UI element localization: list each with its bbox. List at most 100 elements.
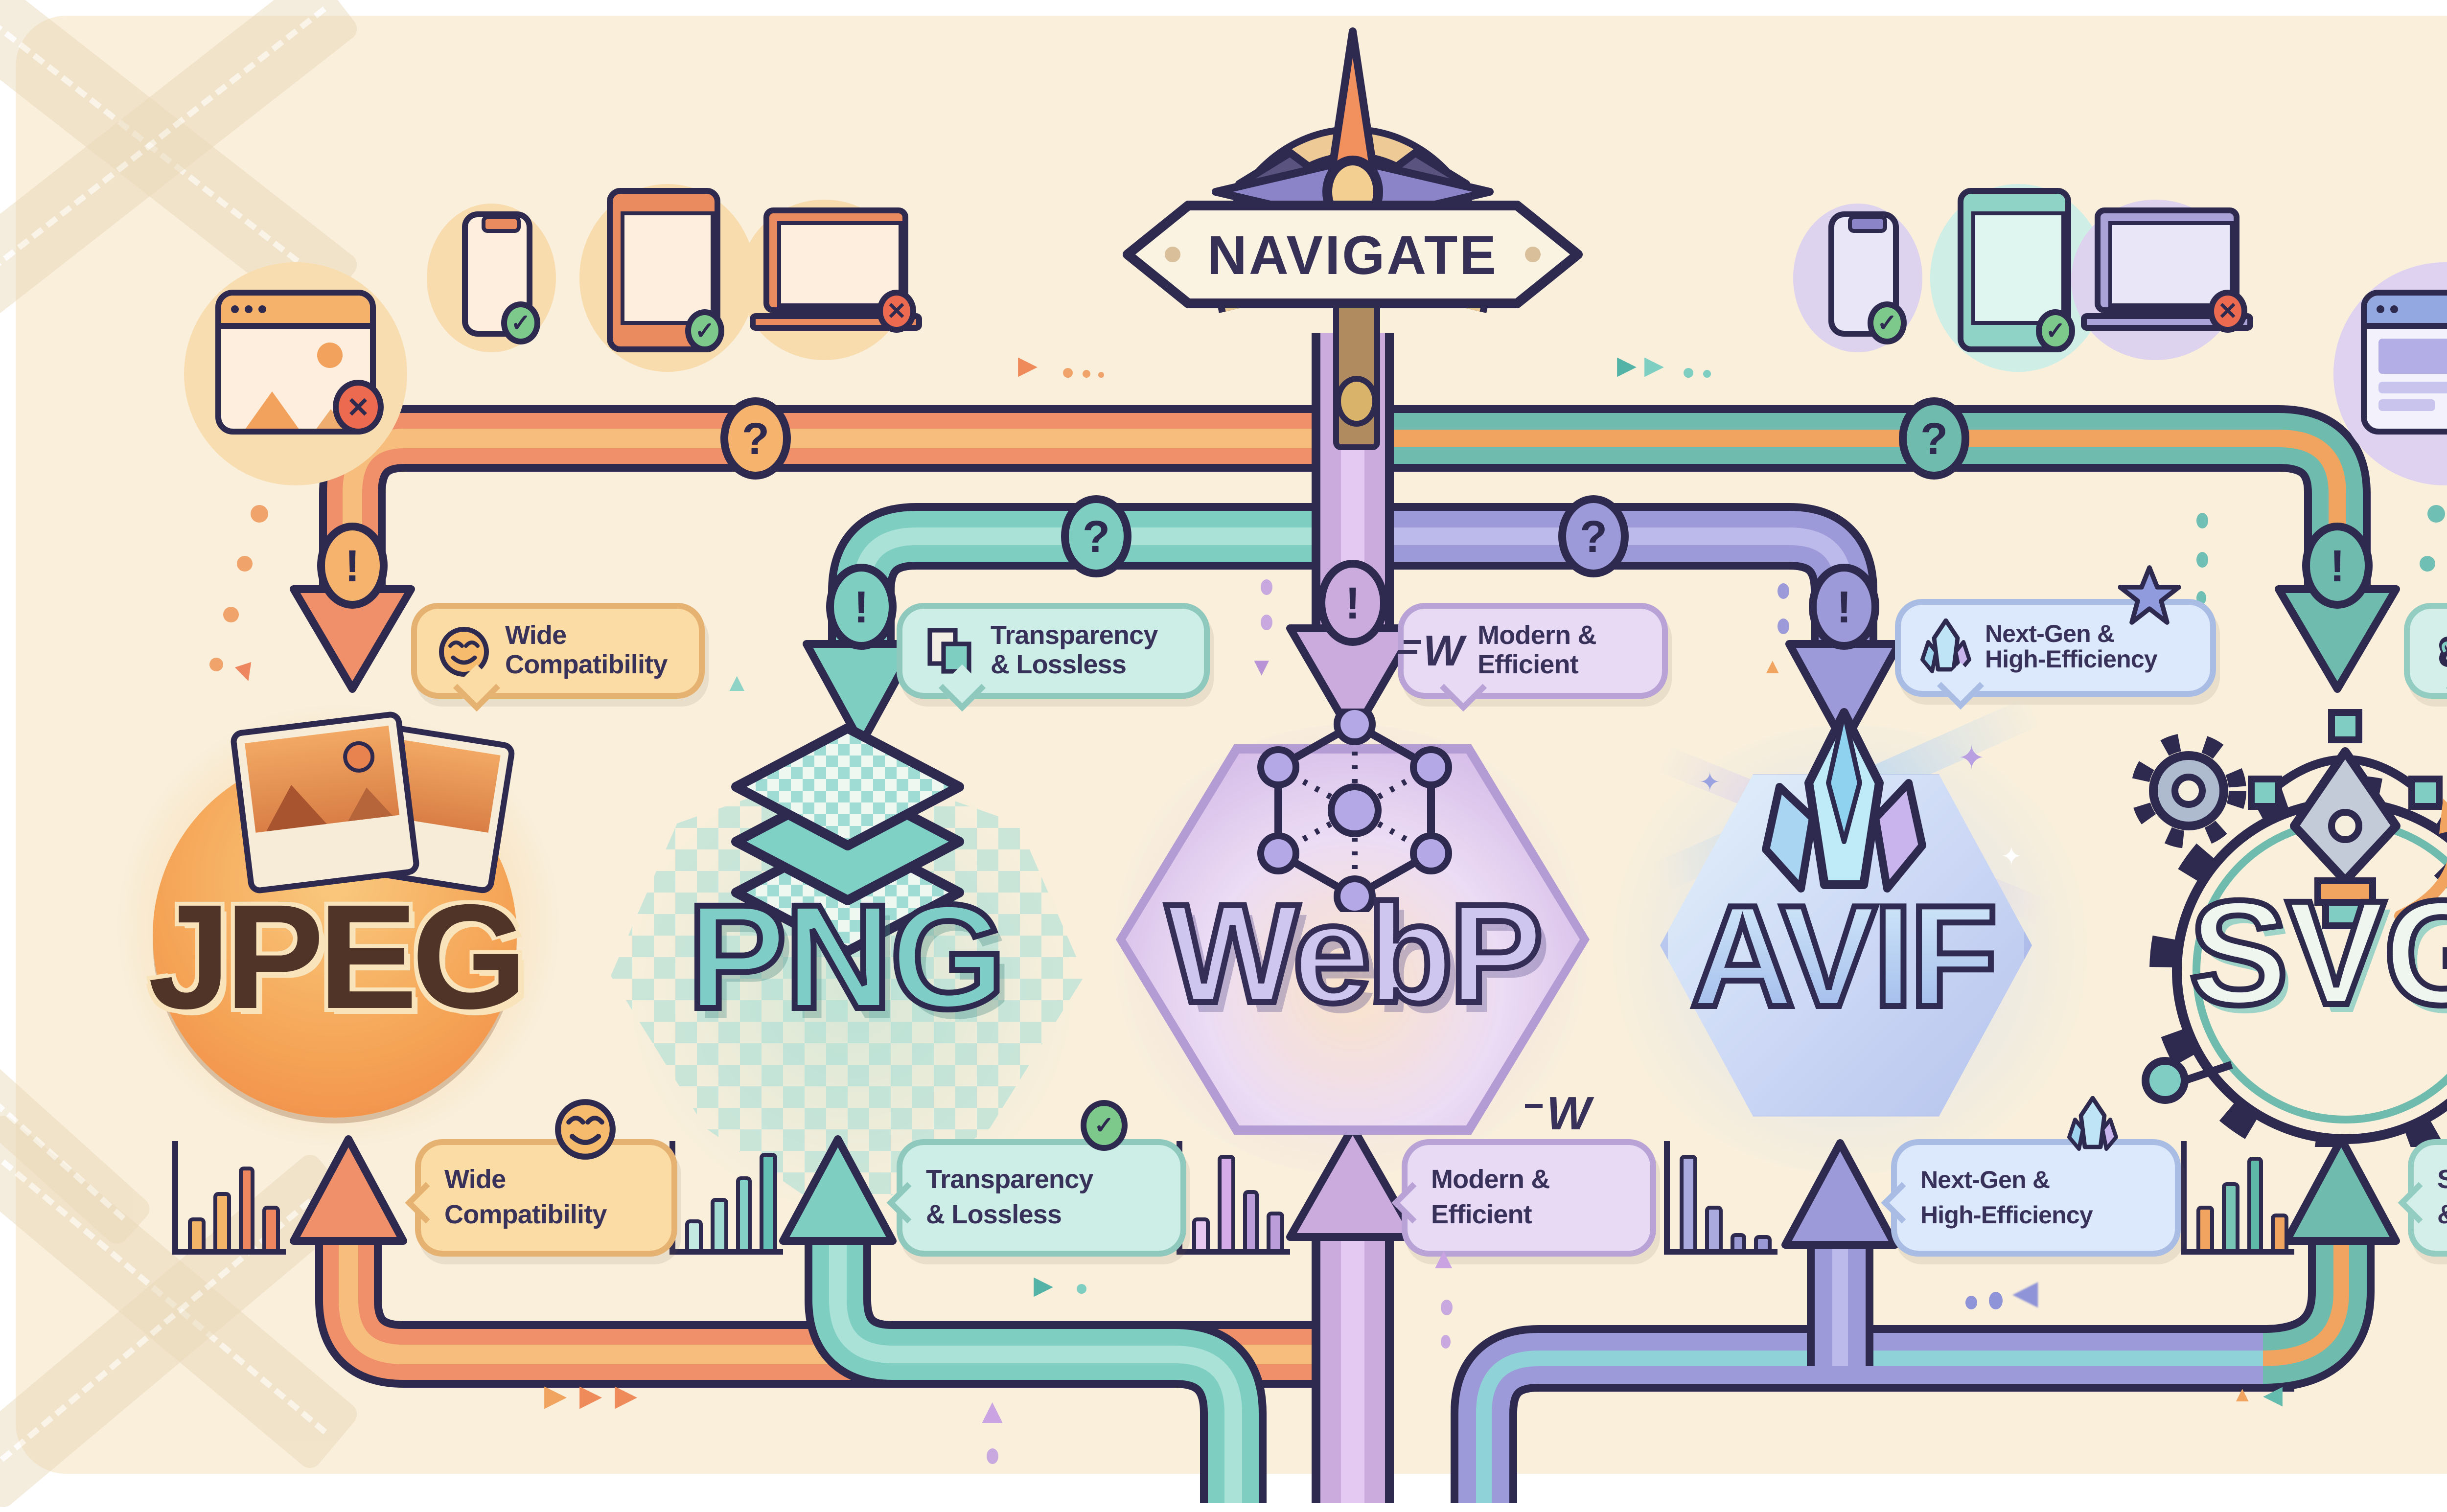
decor-triangle: ▲	[1762, 656, 1783, 679]
benefit-line: Modern &	[1477, 620, 1596, 650]
svg-text:?: ?	[1580, 512, 1607, 562]
decor-triangle: ▲	[1429, 1243, 1458, 1276]
png-bar-chart	[669, 1141, 783, 1255]
png-benefit-callout-bottom: Transparency& Lossless	[886, 1139, 1186, 1257]
decor-triangle: ▶	[1034, 1270, 1053, 1300]
question-marker: ?	[1558, 495, 1629, 577]
bar	[188, 1216, 205, 1249]
bar	[1267, 1212, 1284, 1249]
browser-page-icon	[2361, 290, 2447, 435]
avif-up-arrowhead	[1781, 1139, 1899, 1249]
decor-triangle: ▶	[1644, 350, 1664, 380]
check-badge: ✓	[1081, 1100, 1128, 1151]
benefit-line: Efficient	[1477, 649, 1579, 679]
format-name-jpeg: JPEG	[148, 875, 527, 1041]
infinity-icon	[2439, 636, 2447, 666]
bar	[1217, 1154, 1234, 1249]
bar	[2246, 1156, 2263, 1249]
decor-triangle: ▲	[2232, 1384, 2253, 1407]
svg-text:!: !	[2330, 541, 2345, 591]
question-marker: ?	[720, 397, 791, 480]
bar	[1705, 1206, 1722, 1249]
webp-benefit-callout-bottom: Modern &Efficient	[1391, 1139, 1656, 1257]
question-marker: ?	[1899, 397, 1969, 480]
mountain-glyph	[233, 391, 311, 429]
decor-triangle: ▶	[1018, 350, 1038, 380]
decor-triangle: ▲	[975, 1392, 1010, 1431]
alert-marker: !	[826, 564, 897, 650]
cross-badge: ✕	[877, 290, 916, 333]
bar	[263, 1206, 280, 1249]
decor-triangle: ▶	[615, 1380, 638, 1413]
bar	[1754, 1235, 1772, 1249]
decor-triangle: ▲	[724, 667, 750, 697]
check-badge: ✓	[501, 301, 540, 344]
webp-benefit-callout: W Modern &Efficient	[1398, 603, 1668, 712]
svg-gear-pen-icon	[2131, 709, 2447, 1147]
alert-marker: !	[1809, 564, 1879, 650]
svg-text:!: !	[345, 541, 360, 591]
bar	[2196, 1206, 2214, 1249]
benefit-line: Compatibility	[505, 649, 668, 679]
crystal-cluster-icon	[1762, 708, 1926, 893]
benefit-line: Transparency	[991, 620, 1158, 650]
benefit-line: High-Efficiency	[1985, 646, 2158, 673]
molecule-icon	[1257, 709, 1452, 912]
decor-triangle: ▼	[1249, 652, 1274, 681]
benefit-line: & Lossless	[991, 649, 1127, 679]
star-icon	[2118, 565, 2181, 625]
svg-text:?: ?	[1920, 414, 1948, 464]
crystal-icon	[2067, 1096, 2118, 1151]
benefit-line: Next-Gen &	[1985, 619, 2115, 647]
bar	[2271, 1214, 2288, 1249]
bar	[735, 1175, 752, 1249]
laptop-screen	[777, 221, 902, 307]
format-name-avif: AVIF	[1582, 881, 2102, 1031]
bar	[1242, 1190, 1259, 1249]
png-layers-icon	[731, 723, 964, 956]
decor-triangle: ◀	[2012, 1274, 2038, 1311]
laptop-screen	[2108, 221, 2234, 307]
check-badge: ✓	[1868, 301, 1907, 344]
decor-triangle: ▶	[579, 1380, 602, 1413]
sparkle-icon: ✦	[1699, 767, 1721, 797]
phone-notch	[1848, 215, 1887, 233]
alert-marker: !	[317, 523, 388, 609]
jpeg-bar-chart	[172, 1141, 286, 1255]
bar	[213, 1192, 230, 1249]
transparency-layers-icon	[927, 627, 971, 673]
speedy-w-icon: W	[1398, 625, 1464, 676]
benefit-line: Wide	[505, 620, 567, 650]
bar	[1680, 1154, 1697, 1249]
webp-bar-chart	[1177, 1141, 1290, 1255]
sparkle-icon: ✦	[1958, 740, 1985, 777]
sun-glyph	[317, 343, 343, 368]
bar	[238, 1167, 255, 1249]
check-badge: ✓	[2036, 309, 2075, 352]
svg-text:?: ?	[742, 414, 769, 464]
alert-marker: !	[2302, 523, 2373, 609]
cross-badge: ✕	[333, 380, 384, 435]
decor-triangle: ◀	[2263, 1380, 2283, 1409]
tablet-screen	[621, 211, 715, 325]
bar	[1192, 1216, 1209, 1249]
sparkle-icon: ✦	[2001, 842, 2022, 871]
bar	[2221, 1182, 2239, 1249]
svg-text:!: !	[1345, 578, 1361, 628]
avif-benefit-callout-bottom: Next-Gen &High-Efficiency	[1881, 1139, 2181, 1257]
webp-up-arrowhead	[1286, 1123, 1419, 1241]
bar	[710, 1197, 727, 1249]
speedy-w-icon: W	[1525, 1088, 1591, 1143]
svg-up-arrowhead	[2283, 1135, 2400, 1245]
phone-notch	[482, 215, 521, 233]
svg-bar-chart	[2181, 1141, 2294, 1255]
smiley-icon	[555, 1099, 616, 1160]
navigate-sign-label: NAVIGATE	[1207, 225, 1498, 286]
svg-text:!: !	[1837, 582, 1852, 632]
browser-image-icon	[215, 290, 376, 435]
svg-text:!: !	[854, 582, 869, 632]
avif-bar-chart	[1664, 1141, 1778, 1255]
